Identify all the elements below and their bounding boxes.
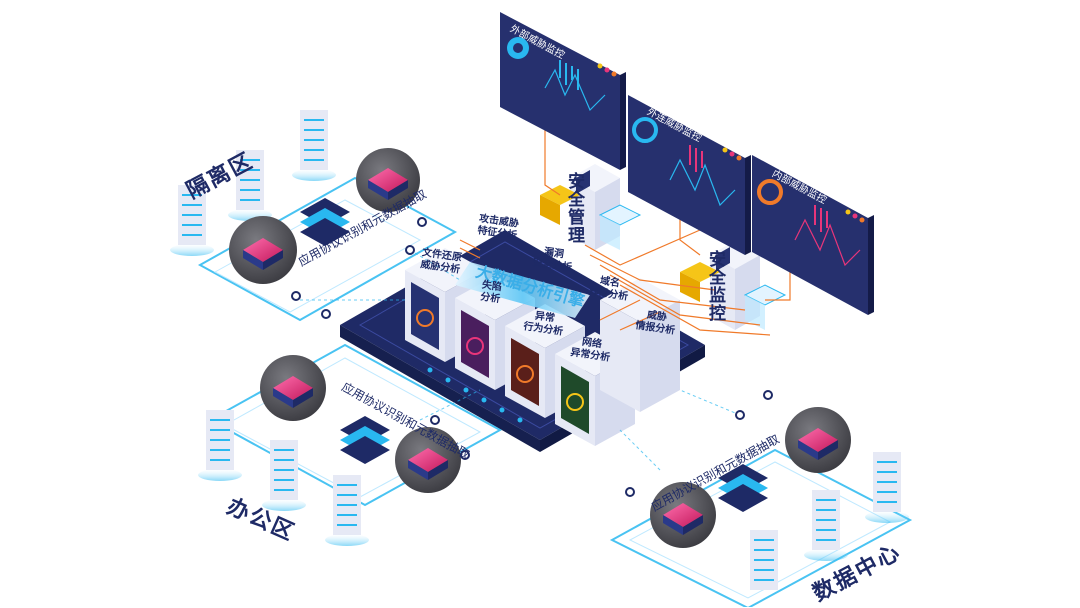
server-rack [262,440,306,511]
sensor-node [229,216,297,284]
security-monitoring-label: 安全监控 [705,250,725,322]
monitor-outbound [628,95,751,255]
switch-stack [300,198,350,246]
switch-stack [340,416,390,464]
link-lines [300,249,741,471]
sensor-node [650,482,716,548]
monitor-external [500,12,626,170]
switch-stack [718,464,768,512]
module-label: 失陷 分析 [479,279,503,306]
server-rack [865,452,909,523]
sensor-node [785,407,851,473]
datacenter-zone [609,407,913,607]
server-rack [804,490,848,561]
security-management-tower [540,164,642,250]
security-management-label: 安全管理 [564,172,584,244]
server-rack [198,410,242,481]
monitor-internal [752,155,874,315]
server-rack [325,475,369,546]
sensor-node [356,148,420,212]
sensor-node [395,427,461,493]
isolation-zone [170,110,458,322]
server-rack [750,530,778,590]
security-monitoring-tower [680,241,787,330]
engine-modules [405,248,680,446]
orange-connectors [459,110,791,336]
link-nodes [291,217,773,497]
server-rack [170,185,214,256]
server-rack [292,110,336,181]
office-zone [198,343,503,546]
sensor-node [260,355,326,421]
